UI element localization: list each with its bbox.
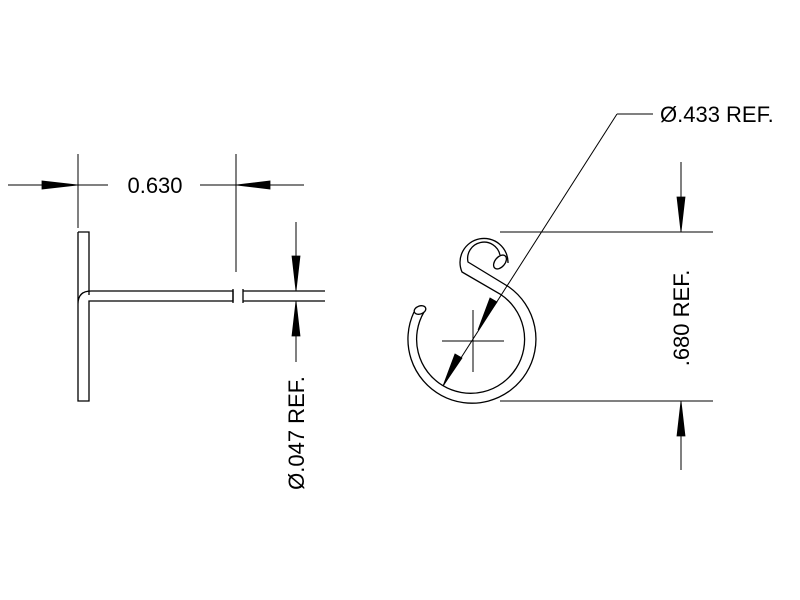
hook-dia-leader bbox=[442, 113, 618, 387]
leader-arrowhead-upper bbox=[477, 297, 498, 331]
wire-vertical-top bbox=[78, 231, 90, 295]
wire-break-segment bbox=[232, 289, 325, 303]
front-view: Ø.433 REF. .680 REF. bbox=[407, 102, 774, 470]
arrowhead-bottom bbox=[291, 300, 301, 337]
leader-arrowhead-lower bbox=[442, 353, 463, 387]
height-arrowhead-top bbox=[676, 196, 686, 233]
hook-diameter-label: Ø.433 REF. bbox=[660, 102, 774, 127]
arrowhead-left bbox=[41, 180, 79, 190]
hook-end-cap-upper bbox=[492, 254, 508, 270]
side-view: 0.630 Ø.047 REF. bbox=[8, 154, 325, 490]
length-dimension-label: 0.630 bbox=[127, 173, 182, 198]
hook-outer-curve bbox=[407, 241, 537, 404]
arrowhead-right bbox=[235, 180, 271, 190]
arrowhead-top bbox=[291, 255, 301, 292]
height-dimension-label: .680 REF. bbox=[669, 270, 694, 367]
height-arrowhead-bottom bbox=[676, 400, 686, 437]
hook-inner-curve bbox=[415, 237, 526, 394]
wire-outline-outer bbox=[77, 232, 234, 402]
hook-end-cap-lower bbox=[413, 305, 427, 315]
wire-diameter-label: Ø.047 REF. bbox=[284, 376, 309, 490]
